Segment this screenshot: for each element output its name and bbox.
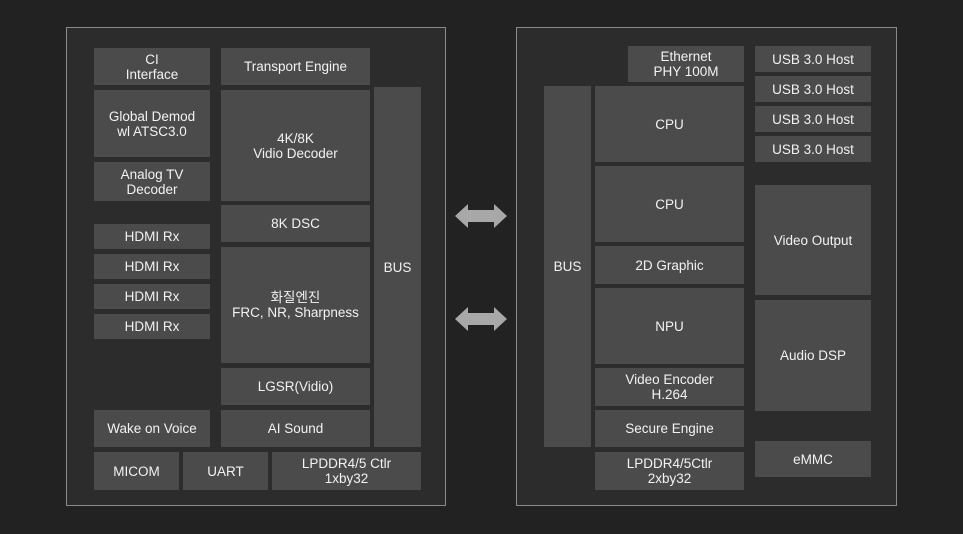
secure-engine-block: Secure Engine <box>595 410 744 447</box>
npu-block: NPU <box>595 288 744 364</box>
usb-host-block: USB 3.0 Host <box>755 106 871 132</box>
hdmi-rx-block: HDMI Rx <box>94 284 210 309</box>
left-bus-block: BUS <box>374 87 421 447</box>
ai-sound-block: AI Sound <box>221 410 370 447</box>
video-output-block: Video Output <box>755 185 871 295</box>
hdmi-rx-block: HDMI Rx <box>94 224 210 249</box>
double-arrow-icon <box>455 204 507 228</box>
right-bus-block: BUS <box>544 86 591 447</box>
emmc-block: eMMC <box>755 441 871 477</box>
uart-block: UART <box>183 452 268 490</box>
hdmi-rx-block: HDMI Rx <box>94 254 210 279</box>
double-arrow-icon <box>455 307 507 331</box>
usb-host-block: USB 3.0 Host <box>755 136 871 162</box>
usb-host-block: USB 3.0 Host <box>755 76 871 102</box>
graphic-2d-block: 2D Graphic <box>595 246 744 284</box>
dsc-block: 8K DSC <box>221 205 370 242</box>
audio-dsp-block: Audio DSP <box>755 300 871 411</box>
right-lpddr-ctlr-block: LPDDR4/5Ctlr 2xby32 <box>595 452 744 490</box>
cpu-block: CPU <box>595 166 744 242</box>
video-encoder-block: Video Encoder H.264 <box>595 368 744 406</box>
analog-tv-decoder-block: Analog TV Decoder <box>94 162 210 201</box>
hdmi-rx-block: HDMI Rx <box>94 314 210 339</box>
ethernet-phy-block: Ethernet PHY 100M <box>628 46 744 82</box>
ci-interface-block: CI Interface <box>94 48 210 85</box>
global-demod-block: Global Demod wl ATSC3.0 <box>94 90 210 157</box>
cpu-block: CPU <box>595 86 744 162</box>
usb-host-block: USB 3.0 Host <box>755 46 871 72</box>
wake-on-voice-block: Wake on Voice <box>94 410 210 447</box>
video-decoder-block: 4K/8K Vidio Decoder <box>221 90 370 201</box>
lgsr-block: LGSR(Vidio) <box>221 368 370 405</box>
micom-block: MICOM <box>94 452 179 490</box>
transport-engine-block: Transport Engine <box>221 48 370 85</box>
left-lpddr-ctlr-block: LPDDR4/5 Ctlr 1xby32 <box>272 452 421 490</box>
picture-engine-block: 화질엔진 FRC, NR, Sharpness <box>221 247 370 363</box>
